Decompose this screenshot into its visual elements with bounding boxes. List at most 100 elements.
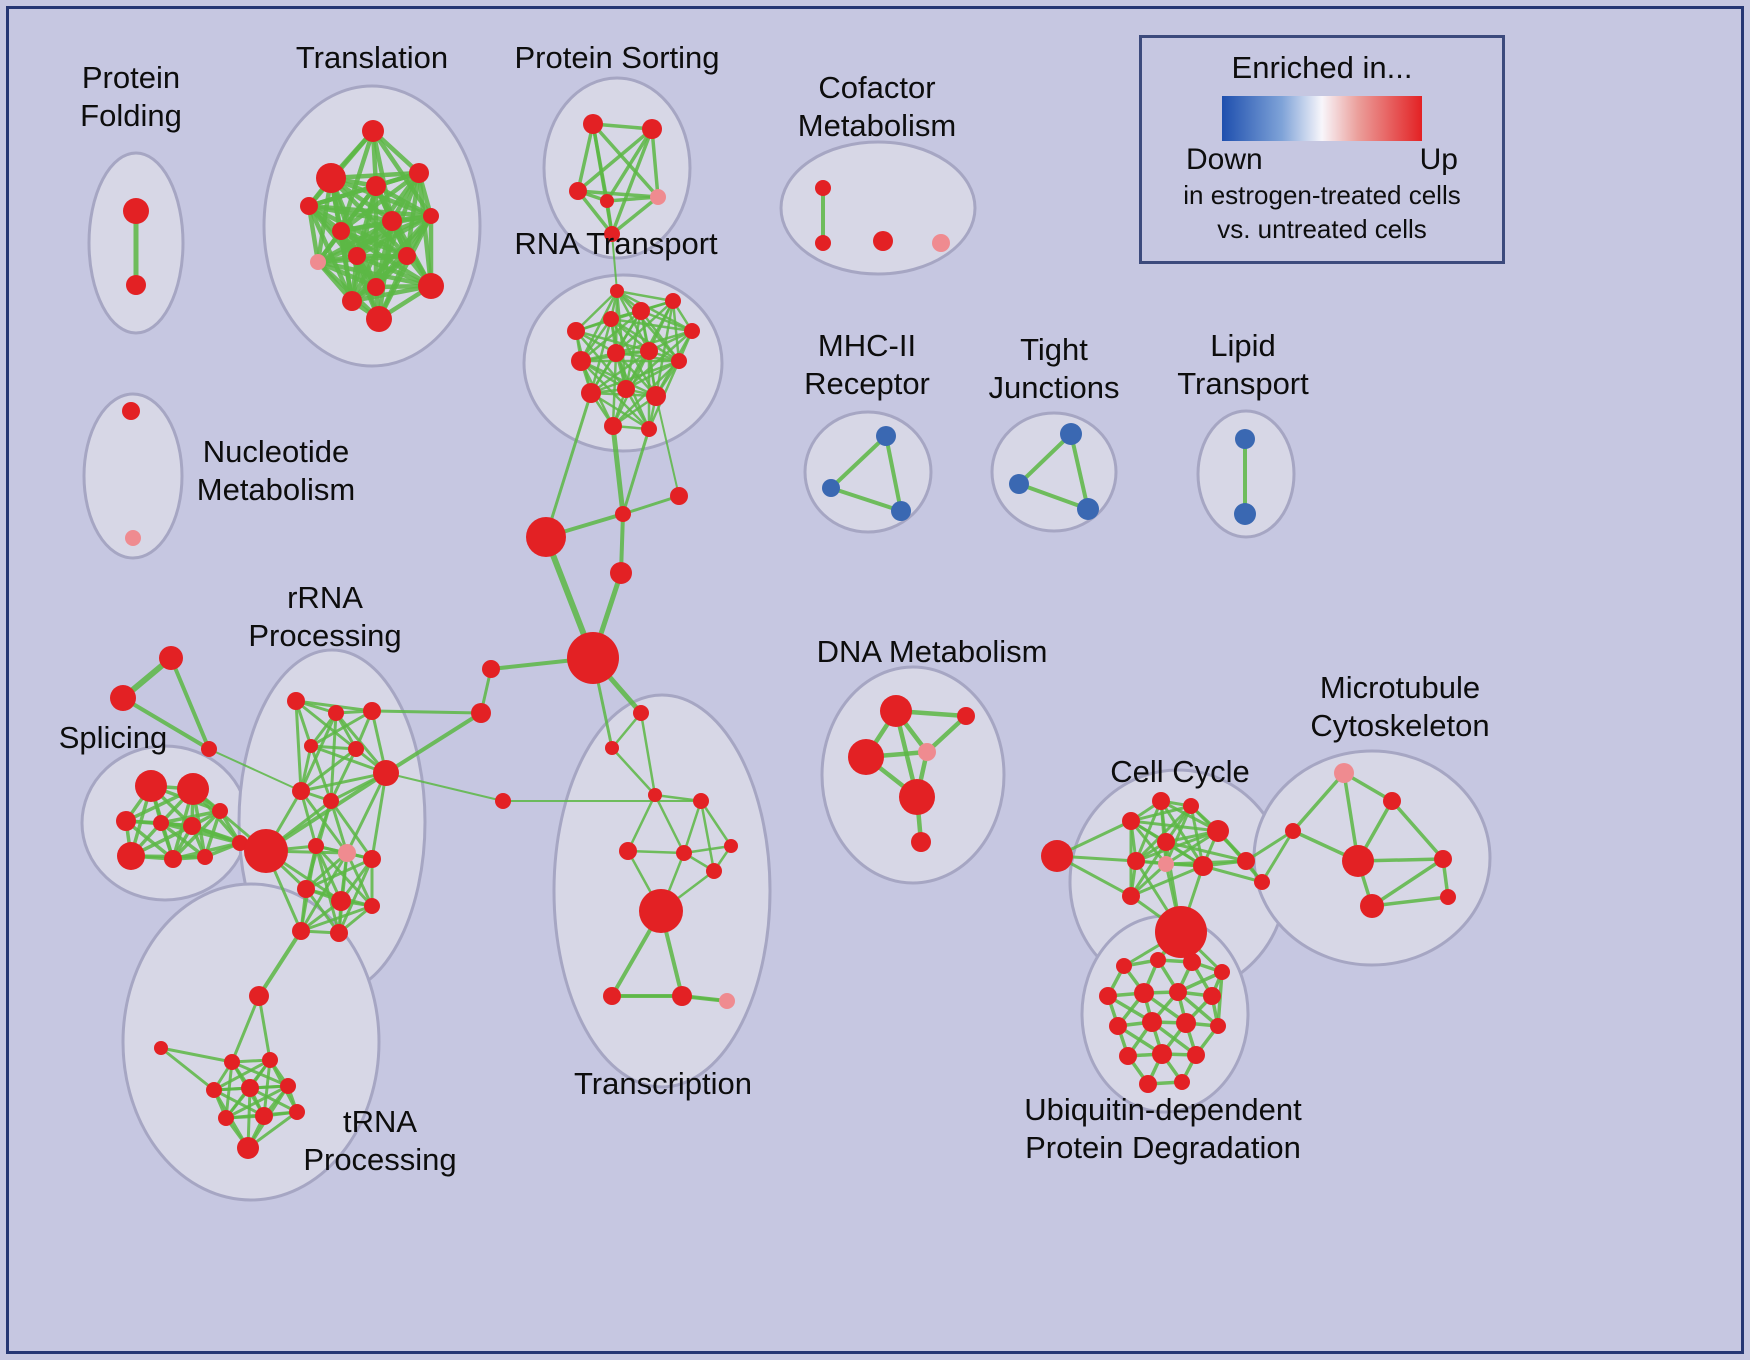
network-node: [670, 487, 688, 505]
network-node: [650, 189, 666, 205]
network-edge: [315, 213, 434, 265]
network-edge: [299, 711, 338, 793]
network-node: [1142, 1012, 1162, 1032]
network-node: [482, 660, 500, 678]
network-edge: [621, 494, 681, 516]
cluster-label-lipid-transport: Lipid: [1210, 328, 1276, 363]
network-node: [633, 705, 649, 721]
network-edge: [315, 259, 434, 289]
network-edge: [299, 851, 349, 933]
network-node: [604, 417, 622, 435]
network-edge: [611, 233, 618, 292]
network-edge: [615, 289, 675, 303]
network-edge: [1370, 895, 1450, 908]
network-node: [1254, 874, 1270, 890]
network-edge: [639, 309, 694, 333]
network-edge: [159, 1046, 216, 1092]
network-node: [471, 703, 491, 723]
network-node: [366, 306, 392, 332]
network-edge: [1370, 857, 1445, 908]
network-node: [1158, 856, 1174, 872]
network-node: [632, 302, 650, 320]
network-edge: [614, 299, 675, 355]
network-edge: [579, 359, 658, 398]
network-edge: [159, 1046, 234, 1064]
network-edge: [1134, 799, 1163, 863]
network-node: [619, 842, 637, 860]
network-node: [255, 1107, 273, 1125]
network-node: [693, 793, 709, 809]
network-edge: [1164, 840, 1248, 863]
network-node: [331, 891, 351, 911]
network-node: [218, 1110, 234, 1126]
legend-gradient-bar: [1222, 96, 1422, 141]
network-node: [957, 707, 975, 725]
network-node: [605, 741, 619, 755]
cluster-label-ubiquitin-degradation: Ubiquitin-dependent: [1024, 1092, 1302, 1127]
network-node: [1183, 953, 1201, 971]
network-edge: [1069, 432, 1090, 511]
cluster-label-splicing: Splicing: [59, 720, 168, 755]
network-edge: [370, 771, 388, 861]
network-edge: [121, 696, 211, 751]
network-node: [639, 889, 683, 933]
network-edge: [626, 793, 657, 853]
network-node: [117, 842, 145, 870]
network-node: [328, 705, 344, 721]
network-node: [1009, 474, 1029, 494]
network-edge: [1291, 771, 1346, 833]
network-node: [382, 211, 402, 231]
network-edge: [615, 289, 694, 333]
network-node: [289, 1104, 305, 1120]
network-node: [567, 632, 619, 684]
network-node: [330, 924, 348, 942]
cluster-label-trna-processing: Processing: [303, 1142, 456, 1177]
network-edge: [579, 309, 643, 363]
network-edge: [610, 195, 660, 236]
network-node: [183, 817, 201, 835]
network-edge: [884, 434, 903, 513]
network-node: [642, 119, 662, 139]
network-edge: [829, 434, 888, 490]
network-edge: [1159, 799, 1205, 868]
network-edge: [639, 309, 681, 363]
network-node: [1152, 792, 1170, 810]
network-node: [363, 850, 381, 868]
network-edge: [224, 1084, 290, 1120]
network-edge: [304, 851, 349, 891]
network-edge: [610, 127, 654, 236]
network-node: [292, 922, 310, 940]
cluster-label-rna-transport: RNA Transport: [514, 226, 718, 261]
cluster-label-trna-processing: tRNA: [343, 1104, 417, 1139]
cluster-label-tight-junctions: Tight: [1020, 332, 1088, 367]
cluster-label-tight-junctions: Junctions: [989, 370, 1120, 405]
network-node: [123, 198, 149, 224]
network-node: [684, 323, 700, 339]
network-node: [206, 1082, 222, 1098]
network-node: [603, 987, 621, 1005]
network-node: [1334, 763, 1354, 783]
network-edge: [591, 122, 660, 199]
network-node: [418, 273, 444, 299]
network-node: [348, 247, 366, 265]
cluster-label-cell-cycle: Cell Cycle: [1110, 754, 1250, 789]
network-node: [1342, 845, 1374, 877]
network-node: [815, 180, 831, 196]
network-node: [1235, 429, 1255, 449]
network-edge: [212, 1058, 272, 1092]
network-node: [126, 275, 146, 295]
network-node: [1150, 952, 1166, 968]
network-edge: [1260, 829, 1295, 884]
network-node: [1203, 987, 1221, 1005]
network-node: [706, 863, 722, 879]
network-node: [1383, 792, 1401, 810]
network-node: [1193, 856, 1213, 876]
network-node: [1077, 498, 1099, 520]
network-edge: [576, 122, 595, 193]
network-node: [822, 479, 840, 497]
network-node: [1176, 1013, 1196, 1033]
network-node: [1116, 958, 1132, 974]
